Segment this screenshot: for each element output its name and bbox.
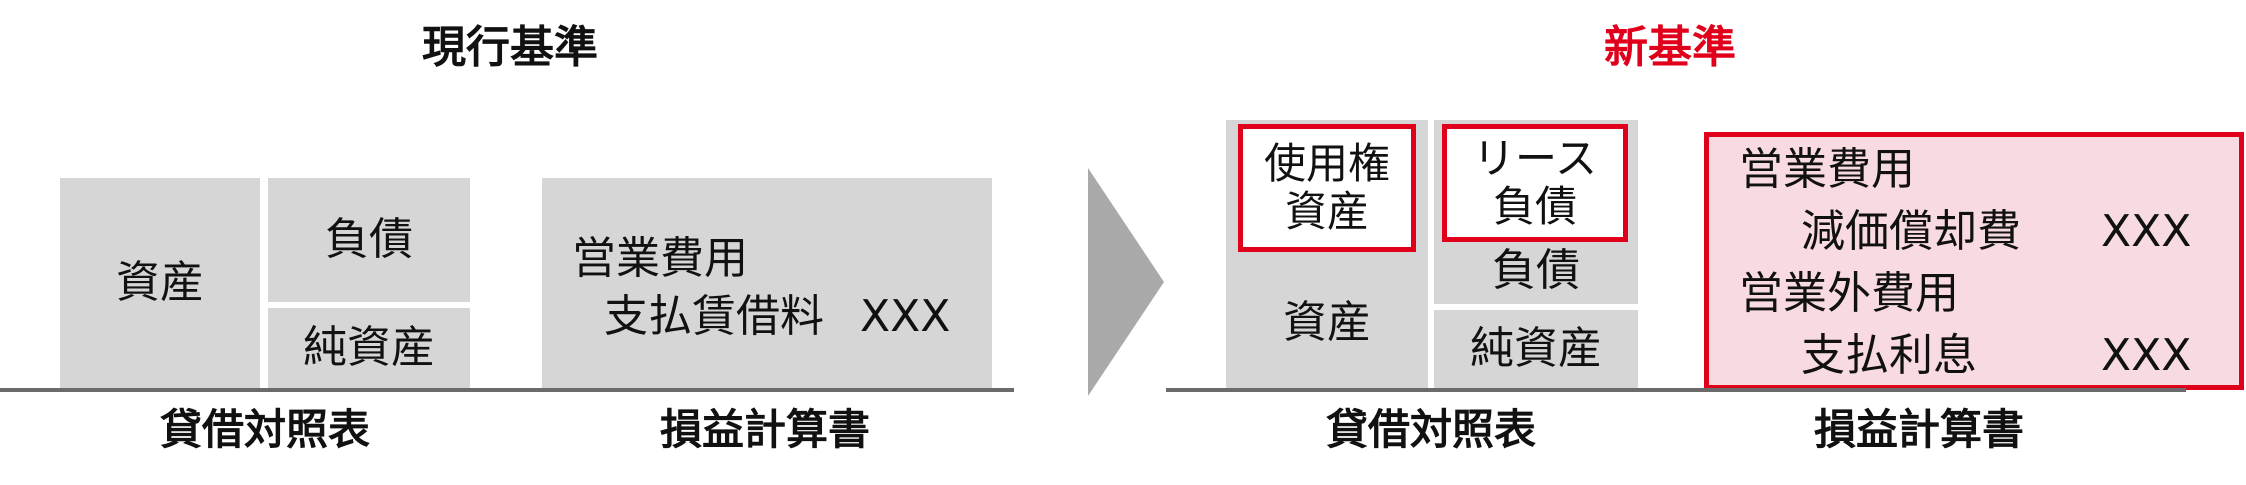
new-income-statement-caption: 損益計算書 bbox=[1813, 405, 2024, 454]
right-of-use-asset-box: 使用権 資産 bbox=[1238, 124, 1416, 252]
current-balance-sheet-caption: 貸借対照表 bbox=[159, 405, 370, 454]
new-asset-label: 資産 bbox=[1283, 297, 1371, 348]
lease-liability-box: リース 負債 bbox=[1442, 124, 1628, 242]
new-depreciation-value: XXX bbox=[2101, 206, 2192, 257]
current-income-statement-caption: 損益計算書 bbox=[659, 405, 870, 454]
new-non-operating-expense-label: 営業外費用 bbox=[1739, 268, 1959, 319]
new-depreciation-label: 減価償却費 bbox=[1801, 206, 2021, 257]
new-interest-expense-label: 支払利息 bbox=[1801, 330, 1977, 381]
new-liability-label: 負債 bbox=[1492, 245, 1580, 296]
new-baseline bbox=[1166, 388, 2186, 392]
current-net-assets-box: 純資産 bbox=[268, 308, 470, 388]
new-interest-expense-value: XXX bbox=[2101, 330, 2192, 381]
current-baseline bbox=[0, 388, 1014, 392]
current-asset-box: 資産 bbox=[60, 178, 260, 388]
new-net-assets-box: 純資産 bbox=[1434, 310, 1638, 388]
new-opex-label: 営業費用 bbox=[1739, 144, 1915, 195]
current-liability-box: 負債 bbox=[268, 178, 470, 302]
new-income-statement-box: 営業費用 減価償却費 XXX 営業外費用 支払利息 XXX bbox=[1704, 132, 2244, 390]
new-balance-sheet-caption: 貸借対照表 bbox=[1325, 405, 1536, 454]
current-rent-expense-label: 支払賃借料 bbox=[604, 291, 824, 342]
current-rent-expense-value: XXX bbox=[860, 291, 951, 342]
new-standard-title: 新基準 bbox=[1604, 22, 1736, 73]
current-income-statement-box: 営業費用 支払賃借料 XXX bbox=[542, 178, 992, 388]
current-opex-label: 営業費用 bbox=[572, 233, 748, 284]
current-standard-title: 現行基準 bbox=[422, 22, 598, 73]
transition-arrow-icon bbox=[1088, 168, 1164, 396]
